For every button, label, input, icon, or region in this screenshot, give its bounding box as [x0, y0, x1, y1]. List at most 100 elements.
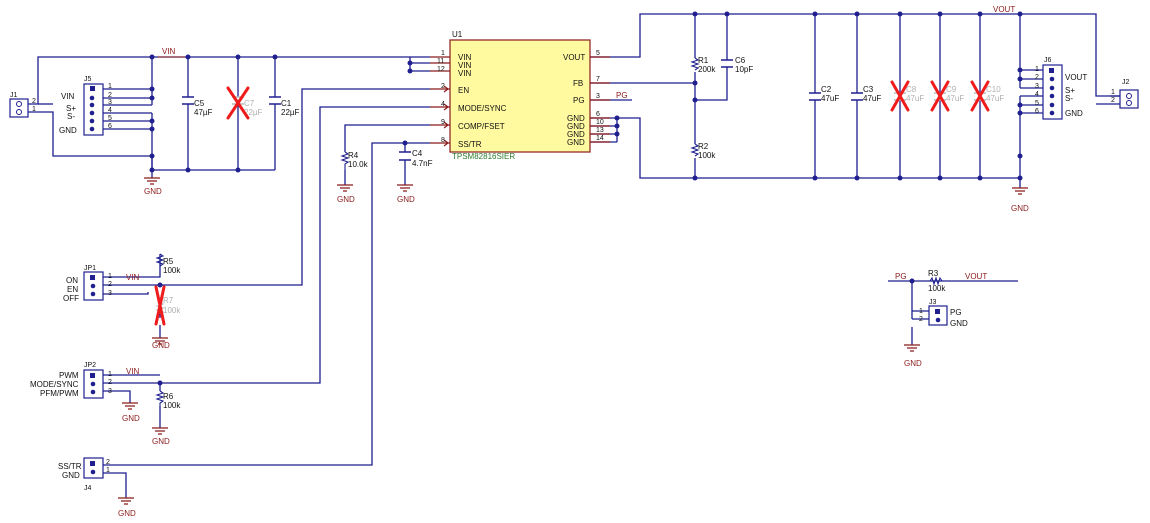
- svg-text:ON: ON: [66, 276, 78, 285]
- dnp-cross: [226, 86, 250, 120]
- svg-text:VOUT: VOUT: [1065, 73, 1087, 82]
- pin-name-vout: VOUT: [563, 53, 585, 62]
- pin-num: 9: [441, 119, 445, 126]
- svg-text:3: 3: [108, 290, 112, 297]
- svg-text:47uF: 47uF: [906, 94, 924, 103]
- pin-num: 13: [596, 127, 604, 134]
- svg-text:1: 1: [106, 467, 110, 474]
- net-label-vin: VIN: [162, 47, 176, 56]
- pin-num: 12: [437, 66, 445, 73]
- dnp-cross: [154, 285, 166, 326]
- svg-text:C9: C9: [946, 85, 957, 94]
- svg-text:GND: GND: [904, 359, 922, 368]
- pin-num: 7: [596, 76, 600, 83]
- resistor-r5: R5 100k: [155, 253, 181, 275]
- resistor-r1: R1 200k: [690, 56, 716, 74]
- svg-text:GND: GND: [118, 509, 136, 518]
- svg-text:J5: J5: [84, 76, 92, 83]
- svg-text:100k: 100k: [928, 284, 946, 293]
- dnp-cross: [930, 80, 950, 112]
- ic-u1: U1 TPSM82816SIER 1 11 12 2 4 9 8 VIN VIN…: [430, 30, 610, 161]
- svg-text:6: 6: [1035, 108, 1039, 115]
- svg-text:5: 5: [1035, 100, 1039, 107]
- svg-text:GND: GND: [1065, 109, 1083, 118]
- svg-text:OFF: OFF: [63, 294, 79, 303]
- svg-text:TPSM82816SIER: TPSM82816SIER: [452, 152, 515, 161]
- svg-text:100k: 100k: [163, 306, 181, 315]
- capacitor-c2: C2 47uF: [809, 85, 839, 103]
- net-label-vout: VOUT: [965, 272, 987, 281]
- capacitor-c3: C3 47uF: [851, 85, 881, 103]
- svg-text:3: 3: [108, 99, 112, 106]
- connector-j1: J1 2 1: [9, 92, 36, 118]
- svg-text:R3: R3: [928, 269, 939, 278]
- svg-text:PFM/PWM: PFM/PWM: [40, 389, 79, 398]
- svg-text:100k: 100k: [698, 151, 716, 160]
- pin-name-gnd: GND: [567, 122, 585, 131]
- pin-num: 5: [596, 50, 600, 57]
- connector-j6: J6 1 2 3 4 5 6 VOUT S+ S- GND: [1035, 57, 1087, 120]
- svg-text:4: 4: [1035, 91, 1039, 98]
- svg-text:47uF: 47uF: [821, 94, 839, 103]
- pin-name-ss-tr: SS/TR: [458, 140, 482, 149]
- svg-text:C6: C6: [735, 56, 746, 65]
- gnd-symbol: GND: [397, 184, 415, 204]
- svg-text:GND: GND: [152, 437, 170, 446]
- svg-text:C4: C4: [412, 149, 423, 158]
- gnd-symbol: GND: [118, 497, 136, 518]
- pin-name-mode-sync: MODE/SYNC: [458, 104, 507, 113]
- junctions: [149, 11, 1023, 386]
- svg-text:1: 1: [108, 83, 112, 90]
- dnp-cross: [890, 80, 910, 112]
- pin-name-pg: PG: [573, 96, 585, 105]
- net-labels: VIN VOUT PG VIN VIN PG VOUT: [126, 5, 1015, 376]
- capacitor-c7-dnp: C7 22µF: [226, 86, 263, 120]
- svg-text:C3: C3: [863, 85, 874, 94]
- net-label-vin: VIN: [126, 273, 140, 282]
- svg-text:200k: 200k: [698, 65, 716, 74]
- pin-num: 2: [441, 83, 445, 90]
- svg-text:PWM: PWM: [59, 371, 79, 380]
- svg-text:3: 3: [1035, 83, 1039, 90]
- svg-text:22µF: 22µF: [281, 108, 300, 117]
- pin-num: 10: [596, 119, 604, 126]
- svg-text:S-: S-: [1065, 94, 1073, 103]
- svg-text:J1: J1: [10, 92, 18, 99]
- svg-text:R6: R6: [163, 392, 174, 401]
- svg-text:3: 3: [108, 388, 112, 395]
- pin-num: 11: [437, 58, 444, 65]
- svg-text:10.0k: 10.0k: [348, 160, 369, 169]
- svg-text:1: 1: [32, 106, 36, 113]
- svg-text:GND: GND: [397, 195, 415, 204]
- pin-name-gnd: GND: [567, 114, 585, 123]
- net-label-vout: VOUT: [993, 5, 1015, 14]
- pin-num: 4: [441, 101, 445, 108]
- svg-text:MODE/SYNC: MODE/SYNC: [30, 380, 79, 389]
- svg-text:VIN: VIN: [61, 92, 75, 101]
- svg-text:EN: EN: [67, 285, 78, 294]
- capacitor-c1: C1 22µF: [269, 96, 300, 117]
- pin-name-vin: VIN: [458, 69, 472, 78]
- pin-name-gnd: GND: [567, 130, 585, 139]
- svg-text:U1: U1: [452, 30, 463, 39]
- resistor-r6: R6 100k: [155, 390, 181, 410]
- svg-text:6: 6: [108, 123, 112, 130]
- svg-text:C1: C1: [281, 99, 292, 108]
- svg-text:R5: R5: [163, 257, 174, 266]
- capacitor-c10-dnp: C10 47uF: [970, 80, 1004, 112]
- pin-name-fb: FB: [573, 79, 583, 88]
- svg-text:S+: S+: [1065, 86, 1075, 95]
- svg-text:J3: J3: [929, 299, 937, 306]
- svg-text:JP1: JP1: [84, 265, 96, 272]
- svg-text:J6: J6: [1044, 57, 1052, 64]
- connector-j5: J5 1 2 3 4 5 6 VIN S+ S- GND: [59, 76, 112, 136]
- gnd-symbol: GND: [152, 427, 170, 446]
- capacitor-c8-dnp: C8 47uF: [890, 80, 924, 112]
- svg-text:C8: C8: [906, 85, 917, 94]
- svg-text:C5: C5: [194, 99, 205, 108]
- pin-name-vin: VIN: [458, 61, 472, 70]
- svg-text:GND: GND: [144, 187, 162, 196]
- svg-text:2: 2: [108, 281, 112, 288]
- svg-text:C2: C2: [821, 85, 832, 94]
- svg-text:4.7nF: 4.7nF: [412, 159, 433, 168]
